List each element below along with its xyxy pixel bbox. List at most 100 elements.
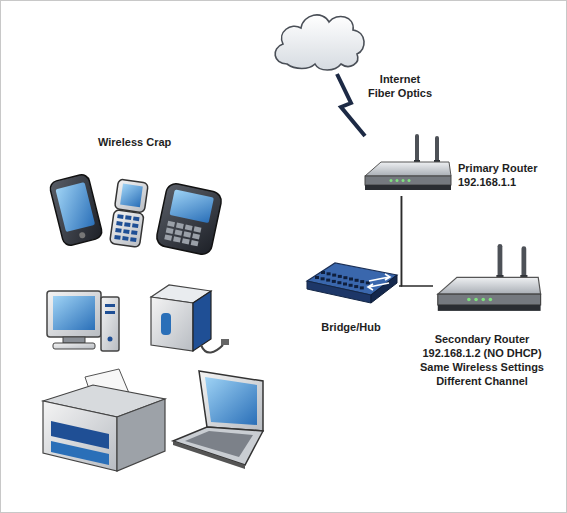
external-drive-icon	[151, 285, 229, 353]
illustration-shape	[366, 281, 370, 284]
illustration-shape	[110, 210, 144, 248]
illustration-shape	[114, 214, 139, 242]
illustration-shape	[105, 311, 115, 314]
smartphone-icon	[49, 173, 104, 247]
illustration-shape	[408, 179, 411, 182]
illustration-shape	[125, 215, 131, 220]
illustration-shape	[338, 275, 342, 278]
router-node: Secondary Router192.168.1.2 (NO DHCP)Sam…	[433, 239, 543, 323]
illustration-shape	[122, 236, 128, 241]
illustration-shape	[368, 283, 389, 290]
node-label: InternetFiber Optics	[365, 72, 435, 100]
illustration-shape	[327, 272, 331, 275]
illustration-shape	[402, 179, 405, 182]
illustration-shape	[173, 236, 181, 242]
illustration-shape	[183, 231, 191, 237]
illustration-shape	[114, 179, 148, 213]
illustration-shape	[130, 237, 136, 242]
illustration-shape	[116, 221, 122, 226]
illustration-shape	[105, 304, 115, 307]
illustration-shape	[489, 298, 493, 302]
illustration-shape	[205, 377, 257, 425]
illustration-shape	[193, 291, 211, 351]
illustration-shape	[131, 230, 137, 235]
illustration-shape	[164, 234, 172, 240]
illustration-shape	[151, 297, 193, 351]
illustration-shape	[438, 294, 541, 305]
illustration-shape	[199, 371, 263, 431]
network-cable	[399, 196, 401, 286]
illustration-shape	[117, 214, 123, 219]
illustration-shape	[43, 401, 117, 471]
illustration-shape	[269, 6, 369, 74]
illustration-shape	[521, 246, 526, 279]
illustration-shape	[221, 339, 229, 345]
illustration-shape	[174, 229, 182, 235]
illustration-shape	[51, 441, 109, 465]
illustration-shape	[415, 134, 419, 164]
label-text: Bridge/Hub	[301, 320, 401, 334]
illustration-shape	[481, 298, 485, 302]
illustration-shape	[132, 223, 138, 228]
lightning-link	[337, 74, 365, 136]
illustration-shape	[114, 235, 120, 240]
node-label: Secondary Router192.168.1.2 (NO DHCP)Sam…	[407, 332, 557, 388]
illustration-shape	[321, 277, 325, 280]
flip-phone-icon	[110, 179, 149, 248]
illustration-shape	[343, 276, 347, 279]
illustration-shape	[124, 222, 130, 227]
illustration-shape	[349, 278, 353, 281]
label-text: Fiber Optics	[365, 86, 435, 100]
label-text: Same Wireless Settings	[407, 360, 557, 374]
illustration-shape	[433, 239, 543, 323]
illustration-shape	[169, 189, 214, 223]
illustration-shape	[182, 238, 190, 244]
illustration-shape	[467, 298, 471, 302]
illustration-shape	[275, 15, 364, 70]
illustration-shape	[315, 276, 319, 279]
node-label: Primary Router192.168.1.1	[458, 161, 558, 189]
illustration-shape	[120, 184, 143, 208]
illustration-shape	[361, 134, 453, 196]
router-node: Primary Router192.168.1.1	[361, 134, 453, 196]
illustration-shape	[332, 280, 336, 283]
illustration-shape	[185, 224, 193, 230]
illustration-shape	[369, 274, 390, 281]
illustration-shape	[326, 279, 330, 282]
illustration-shape	[365, 176, 451, 185]
label-text: Primary Router	[458, 161, 558, 175]
label-text: 192.168.1.2 (NO DHCP)	[407, 346, 557, 360]
illustration-shape	[47, 291, 101, 337]
illustration-shape	[365, 185, 451, 190]
illustration-shape	[55, 182, 95, 232]
label-text: Secondary Router	[407, 332, 557, 346]
switch-node: Bridge/Hub	[305, 259, 399, 309]
illustration-shape	[321, 271, 325, 274]
illustration-shape	[390, 179, 393, 182]
network-cable	[401, 196, 433, 286]
illustration-shape	[332, 274, 336, 277]
illustration-shape	[360, 286, 364, 289]
illustration-shape	[438, 277, 541, 294]
illustration-shape	[155, 182, 223, 256]
blackberry-icon	[155, 182, 223, 256]
illustration-shape	[79, 232, 86, 239]
illustration-shape	[360, 280, 364, 283]
illustration-shape	[354, 285, 358, 288]
illustration-shape	[185, 431, 253, 457]
illustration-shape	[173, 441, 245, 469]
illustration-shape	[164, 221, 201, 247]
cloud-node: InternetFiber Optics	[269, 6, 369, 74]
illustration-shape	[117, 399, 165, 471]
illustration-shape	[343, 283, 347, 286]
illustration-shape	[349, 284, 353, 287]
illustration-shape	[307, 281, 371, 303]
illustration-shape	[108, 337, 113, 342]
illustration-shape	[176, 223, 184, 229]
illustration-shape	[192, 233, 200, 239]
label-text: Internet	[365, 72, 435, 86]
illustration-shape	[396, 179, 399, 182]
